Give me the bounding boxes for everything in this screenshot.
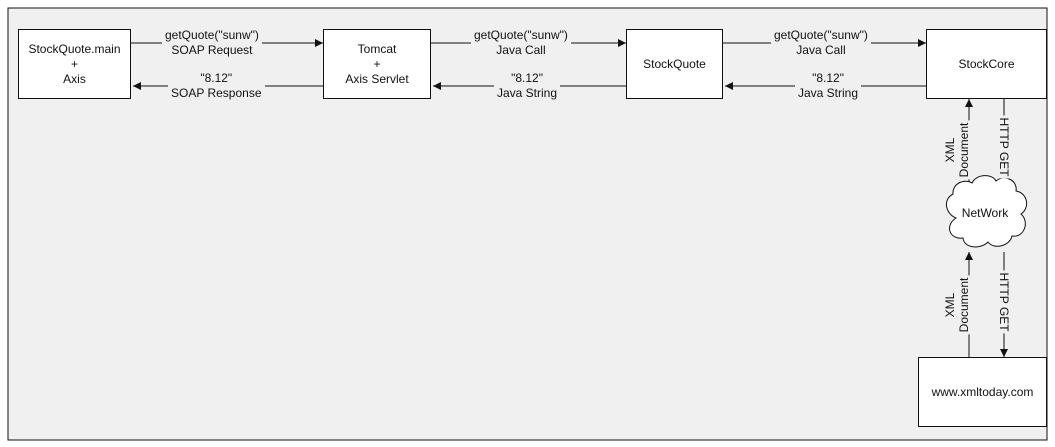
network-label: NetWork bbox=[961, 206, 1009, 220]
edge-label-line: Document bbox=[957, 122, 971, 178]
java-string-1-label: "8.12" Java String bbox=[494, 71, 561, 101]
edge-label-line: Java Call bbox=[496, 43, 546, 57]
node-label: StockCore bbox=[958, 56, 1015, 71]
java-call-2-label: getQuote("sunw") Java Call bbox=[771, 28, 871, 58]
node-label: StockQuote bbox=[643, 56, 706, 71]
edge-label-line: Java String bbox=[497, 86, 558, 100]
edge-label-line: XML bbox=[943, 292, 957, 318]
http-get-upper-label: HTTP GET bbox=[997, 115, 1011, 179]
soap-response-label: "8.12" SOAP Response bbox=[168, 71, 265, 101]
edge-label-line: getQuote("sunw") bbox=[165, 28, 259, 42]
edge-label-line: getQuote("sunw") bbox=[774, 28, 868, 42]
node-label: Axis Servlet bbox=[345, 71, 409, 86]
node-label: www.xmltoday.com bbox=[931, 384, 1034, 399]
stockquote-box: StockQuote bbox=[626, 29, 723, 99]
edge-label-line: Document bbox=[957, 277, 971, 333]
edge-label-line: Java String bbox=[798, 86, 859, 100]
node-label: Axis bbox=[63, 71, 86, 86]
http-get-lower-label: HTTP GET bbox=[997, 270, 1011, 334]
node-label: StockQuote.main bbox=[28, 41, 121, 56]
edge-label-line: "8.12" bbox=[511, 71, 543, 85]
edge-label-line: "8.12" bbox=[812, 71, 844, 85]
node-label: Tomcat bbox=[357, 41, 397, 56]
node-label: + bbox=[70, 56, 78, 71]
java-string-2-label: "8.12" Java String bbox=[795, 71, 862, 101]
java-call-1-label: getQuote("sunw") Java Call bbox=[471, 28, 571, 58]
node-label: + bbox=[373, 56, 381, 71]
edge-label-line: getQuote("sunw") bbox=[474, 28, 568, 42]
edge-label-line: "8.12" bbox=[200, 71, 233, 85]
xml-document-upper-label: XML Document bbox=[943, 120, 971, 180]
stockcore-box: StockCore bbox=[926, 29, 1047, 99]
stockquote-main-axis-box: StockQuote.main + Axis bbox=[18, 29, 131, 99]
xmltoday-box: www.xmltoday.com bbox=[918, 357, 1047, 427]
xml-document-lower-label: XML Document bbox=[943, 275, 971, 335]
edge-label-line: SOAP Response bbox=[171, 86, 262, 100]
edge-label-line: Java Call bbox=[796, 43, 846, 57]
soap-request-label: getQuote("sunw") SOAP Request bbox=[162, 28, 262, 58]
edge-label-line: HTTP GET bbox=[997, 117, 1011, 177]
edge-label-line: HTTP GET bbox=[997, 272, 1011, 332]
tomcat-axis-servlet-box: Tomcat + Axis Servlet bbox=[323, 29, 431, 99]
edge-label-line: XML bbox=[943, 137, 957, 163]
edge-label-line: SOAP Request bbox=[171, 43, 253, 57]
network-cloud-shape bbox=[945, 175, 1028, 248]
